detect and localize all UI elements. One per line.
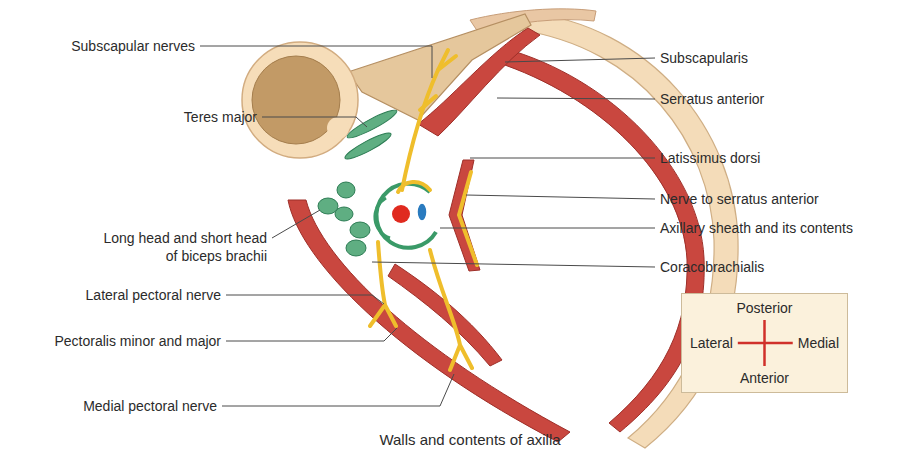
leader-line	[226, 328, 397, 341]
part-label: Axillary sheath and its contents	[660, 219, 853, 237]
leader-line	[372, 262, 655, 267]
part-label: Pectoralis minor and major	[54, 332, 221, 350]
leader-line	[466, 195, 655, 199]
leader-line	[272, 210, 320, 238]
direction-label: Anterior	[740, 369, 789, 387]
leader-line	[470, 158, 655, 159]
leader-lines	[200, 46, 655, 406]
artery-wall	[389, 202, 413, 226]
subscapular-nerve	[420, 96, 436, 110]
latissimus-dorsi-muscle	[449, 160, 480, 271]
part-label: Medial pectoral nerve	[83, 397, 217, 415]
bicipital-groove	[327, 117, 349, 139]
lateral-pectoral-nerve	[370, 242, 396, 326]
part-label: Nerve to serratus anterior	[660, 190, 819, 208]
leader-line	[497, 98, 655, 99]
axillary-vein	[417, 203, 427, 221]
part-label: Long head and short head of biceps brach…	[95, 229, 267, 265]
leader-line	[200, 46, 432, 78]
teres-major-muscle	[343, 129, 394, 162]
leader-line	[226, 295, 384, 304]
part-label: Subscapularis	[660, 49, 748, 67]
orientation-box: PosteriorLateral MedialAnterior	[681, 293, 848, 393]
leader-line	[262, 117, 367, 127]
axillary-sheath	[375, 198, 390, 238]
cancellous-bone	[252, 56, 340, 144]
direction-label: Medial	[798, 334, 839, 352]
leader-line	[440, 228, 655, 229]
axillary-sheath	[376, 184, 436, 248]
leader-line	[222, 374, 454, 406]
coracobrachialis-muscle	[350, 222, 370, 238]
direction-label: Lateral	[690, 334, 733, 352]
direction-label: Posterior	[736, 299, 792, 317]
axillary-artery	[392, 205, 410, 223]
subscapularis-muscle	[418, 28, 540, 136]
subscapular-nerve	[398, 182, 430, 192]
humeral-head	[242, 42, 358, 158]
part-label: Teres major	[184, 108, 257, 126]
part-label: Subscapular nerves	[71, 37, 195, 55]
medial-pectoral-nerve	[430, 250, 472, 370]
leader-line	[505, 58, 655, 62]
figure-caption: Walls and contents of axilla	[270, 431, 670, 449]
teres-major-muscle	[345, 106, 399, 141]
nerve-group	[370, 50, 477, 370]
coracobrachialis-muscle	[346, 240, 366, 256]
part-label: Coracobrachialis	[660, 258, 764, 276]
part-label: Latissimus dorsi	[660, 149, 760, 167]
nerve-to-serratus-anterior	[459, 172, 477, 265]
subscapular-nerve	[402, 50, 448, 190]
subscapular-nerve	[438, 56, 456, 70]
pectoralis-minor-muscle	[388, 264, 502, 366]
part-label: Lateral pectoral nerve	[86, 286, 221, 304]
part-label: Serratus anterior	[660, 90, 764, 108]
biceps-short-head	[335, 207, 353, 221]
biceps-short-head	[337, 182, 355, 198]
compass-line	[763, 320, 766, 366]
